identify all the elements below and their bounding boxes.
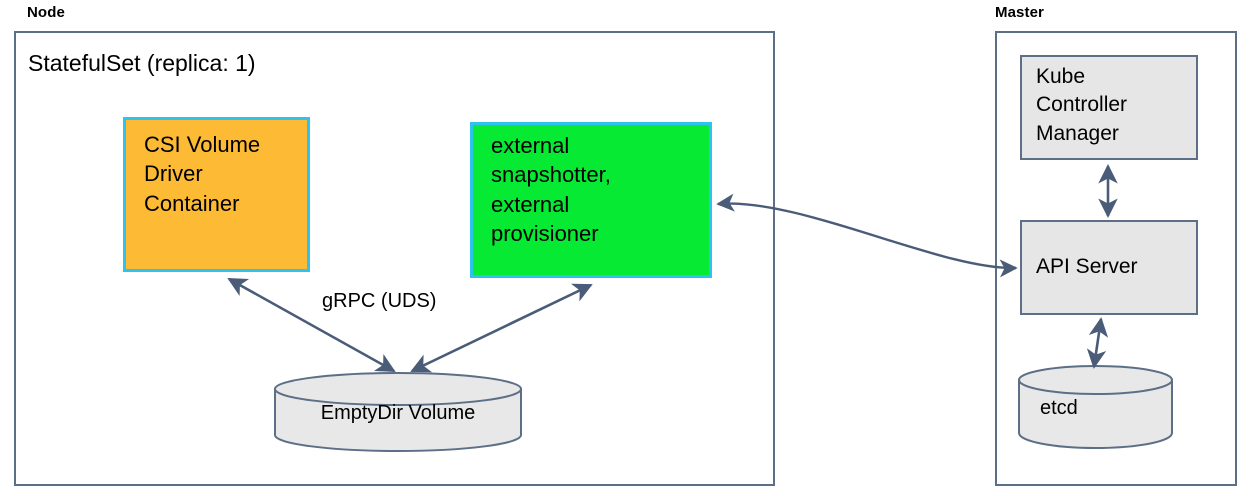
external-components-text-block: external snapshotter, external provision… <box>491 131 611 248</box>
emptydir-volume-cylinder[interactable]: EmptyDir Volume <box>274 372 522 452</box>
csi-driver-line-2: Driver <box>144 161 203 187</box>
external-components-line-1: external <box>491 133 570 158</box>
node-group-label: Node <box>27 4 65 21</box>
external-components-box[interactable]: external snapshotter, external provision… <box>470 122 712 278</box>
grpc-uds-edge-label: gRPC (UDS) <box>322 290 437 312</box>
master-group-label: Master <box>995 4 1044 21</box>
csi-driver-line-3: Container <box>144 190 240 216</box>
api-server-box[interactable]: API Server <box>1020 220 1198 315</box>
kube-controller-manager-line-3: Manager <box>1036 121 1119 145</box>
csi-driver-text-block: CSI Volume Driver Container <box>144 130 260 218</box>
csi-volume-driver-container-box[interactable]: CSI Volume Driver Container <box>123 117 310 272</box>
etcd-cylinder[interactable]: etcd <box>1018 365 1173 450</box>
emptydir-volume-label: EmptyDir Volume <box>320 402 476 424</box>
statefulset-title: StatefulSet (replica: 1) <box>28 50 256 76</box>
csi-driver-line-1: CSI Volume <box>144 132 261 157</box>
kube-controller-manager-text-block: Kube Controller Manager <box>1036 63 1127 148</box>
kube-controller-manager-line-2: Controller <box>1036 93 1128 117</box>
external-components-line-4: provisioner <box>491 220 599 246</box>
etcd-shape <box>1018 365 1173 449</box>
external-components-line-2: snapshotter, <box>491 162 611 188</box>
kube-controller-manager-line-1: Kube <box>1036 65 1086 88</box>
etcd-label: etcd <box>1040 397 1078 419</box>
emptydir-volume-shape <box>274 372 522 452</box>
api-server-label: API Server <box>1036 255 1138 279</box>
external-components-line-3: external <box>491 191 570 217</box>
kube-controller-manager-box[interactable]: Kube Controller Manager <box>1020 55 1198 160</box>
